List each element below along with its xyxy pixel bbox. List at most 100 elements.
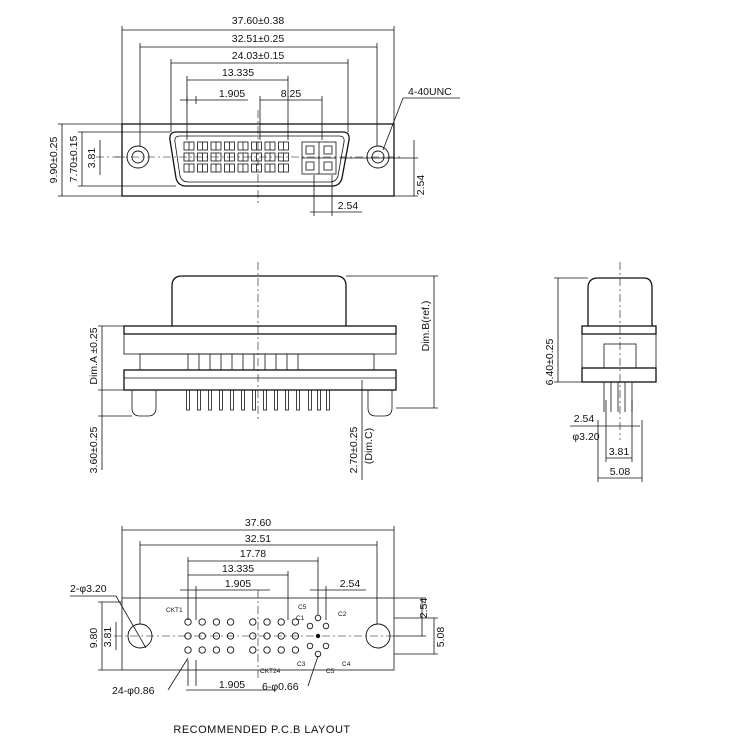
pcb-dim-mount: 32.51 [245, 533, 271, 545]
top-dim-body: 24.03±0.15 [232, 50, 285, 62]
pcb-pin-hole [198, 618, 206, 626]
side-shell [587, 277, 653, 326]
top-dim-pitch: 1.905 [219, 88, 245, 100]
pcb-label-c4: C4 [342, 661, 351, 668]
front-shell [171, 275, 347, 326]
pcb-pin-hole [198, 646, 206, 654]
top-dim-row: 8.25 [281, 88, 302, 100]
side-base [581, 367, 657, 383]
pcb-c-hole [306, 642, 314, 650]
side-dim-508: 5.08 [610, 466, 631, 478]
top-dim-pins: 13.335 [222, 67, 254, 79]
pcb-pin-hole [184, 646, 192, 654]
pcb-label-c2: C2 [338, 611, 347, 618]
pcb-dim-right: 2.54 [340, 578, 361, 590]
pcb-dim-overall: 37.60 [245, 517, 271, 529]
side-view: 6.40±0.25 2.54 φ3.20 3.81 5.08 [544, 262, 657, 482]
front-pin [230, 389, 234, 411]
pcb-label-ckt1: CKT1 [166, 607, 183, 614]
top-view: 37.60±0.38 32.51±0.25 24.03±0.15 13.335 … [48, 15, 460, 216]
front-pin [208, 389, 212, 411]
front-pin [197, 389, 201, 411]
top-pin-grid [183, 141, 289, 173]
pcb-c-hole [322, 642, 330, 650]
pcb-pin-hole [263, 646, 271, 654]
pcb-pin-holes [184, 618, 300, 654]
front-pins [186, 354, 330, 411]
front-boardlock-right [367, 390, 393, 417]
pcb-pin-hole [277, 618, 285, 626]
front-pin [308, 389, 312, 411]
pcb-dim-rows: 13.335 [222, 563, 254, 575]
front-pin [317, 389, 321, 411]
pcb-label-c5-lower: C5 [326, 668, 335, 675]
pcb-pin-hole [277, 646, 285, 654]
pcb-pin-hole [226, 618, 235, 626]
pcb-pin-hole [291, 646, 300, 654]
pcb-c-hole [322, 622, 330, 630]
side-height: 6.40±0.25 [544, 339, 556, 386]
pcb-height: 9.80 [88, 628, 100, 649]
pcb-bottom-pitch: 1.905 [219, 679, 245, 691]
top-d-body [169, 131, 350, 187]
pcb-c-holes-label: 6-φ0.66 [262, 681, 299, 693]
front-dim-b: Dim.B(ref.) [420, 301, 432, 352]
pcb-mount-hole-right [365, 623, 391, 649]
top-half-height: 3.81 [86, 148, 98, 169]
pcb-pin-hole [212, 646, 221, 654]
top-bottom-offset: 2.54 [338, 200, 359, 212]
pcb-pin-hole [263, 632, 271, 640]
front-dim-c: 2.70±0.25 [348, 427, 360, 474]
pcb-pin-hole [277, 632, 285, 640]
front-pin [326, 389, 330, 411]
front-pin [274, 389, 278, 411]
side-pins [603, 382, 633, 412]
top-thread-label: 4-40UNC [408, 86, 452, 98]
pcb-pin-hole [263, 618, 271, 626]
pcb-dim-pitch: 1.905 [225, 578, 251, 590]
front-pin [296, 389, 300, 411]
front-base [123, 369, 397, 391]
pcb-pin-hole [212, 632, 221, 640]
pcb-pin-hole [249, 632, 257, 640]
front-dim-c-label: (Dim.C) [363, 428, 375, 464]
front-pin [186, 389, 190, 411]
side-dim-phi320: φ3.20 [572, 431, 599, 443]
front-pin [241, 389, 245, 411]
top-height-body: 7.70±0.15 [68, 136, 80, 183]
front-boardlock-left [131, 390, 157, 417]
pcb-mount-holes-label: 2-φ3.20 [70, 583, 107, 595]
pcb-dim-pins: 17.78 [240, 548, 266, 560]
pcb-label-c1: C1 [296, 615, 305, 622]
pcb-layout: CKT1 CKT24 C1 C2 C3 C4 C5 C5 37.60 32.51… [70, 517, 447, 736]
top-dim-overall: 37.60±0.38 [232, 15, 285, 27]
pcb-pin-hole [198, 632, 206, 640]
top-right-offset: 2.54 [415, 175, 427, 196]
front-pin [285, 389, 289, 411]
pcb-pin-hole [212, 618, 221, 626]
pcb-pin-hole [226, 646, 235, 654]
front-view: Dim.A ±0.25 3.60±0.25 Dim.B(ref.) 2.70±0… [88, 262, 438, 480]
pcb-pin-hole [249, 618, 257, 626]
pcb-c-hole [314, 650, 322, 658]
pcb-c-hole [314, 614, 322, 622]
pcb-half-height: 3.81 [102, 627, 114, 648]
pcb-c-hole [306, 622, 314, 630]
pcb-label-ckt24: CKT24 [260, 668, 281, 675]
top-dim-mount: 32.51±0.25 [232, 33, 285, 45]
pcb-pin-hole [291, 632, 300, 640]
front-dim-leg: 3.60±0.25 [88, 427, 100, 474]
pcb-pin-holes-label: 24-φ0.86 [112, 685, 155, 697]
pcb-label-c3: C3 [297, 661, 306, 668]
pcb-right-height: 2.54 [418, 598, 430, 619]
pcb-right-spacing: 5.08 [435, 627, 447, 648]
front-pin [263, 389, 267, 411]
pcb-caption: RECOMMENDED P.C.B LAYOUT [173, 724, 350, 736]
pcb-pin-hole [291, 618, 300, 626]
pcb-pin-hole [249, 646, 257, 654]
top-height-total: 9.90±0.25 [48, 137, 60, 184]
side-dim-254: 2.54 [574, 413, 595, 425]
front-pin [252, 389, 256, 411]
pcb-pin-hole [184, 632, 192, 640]
